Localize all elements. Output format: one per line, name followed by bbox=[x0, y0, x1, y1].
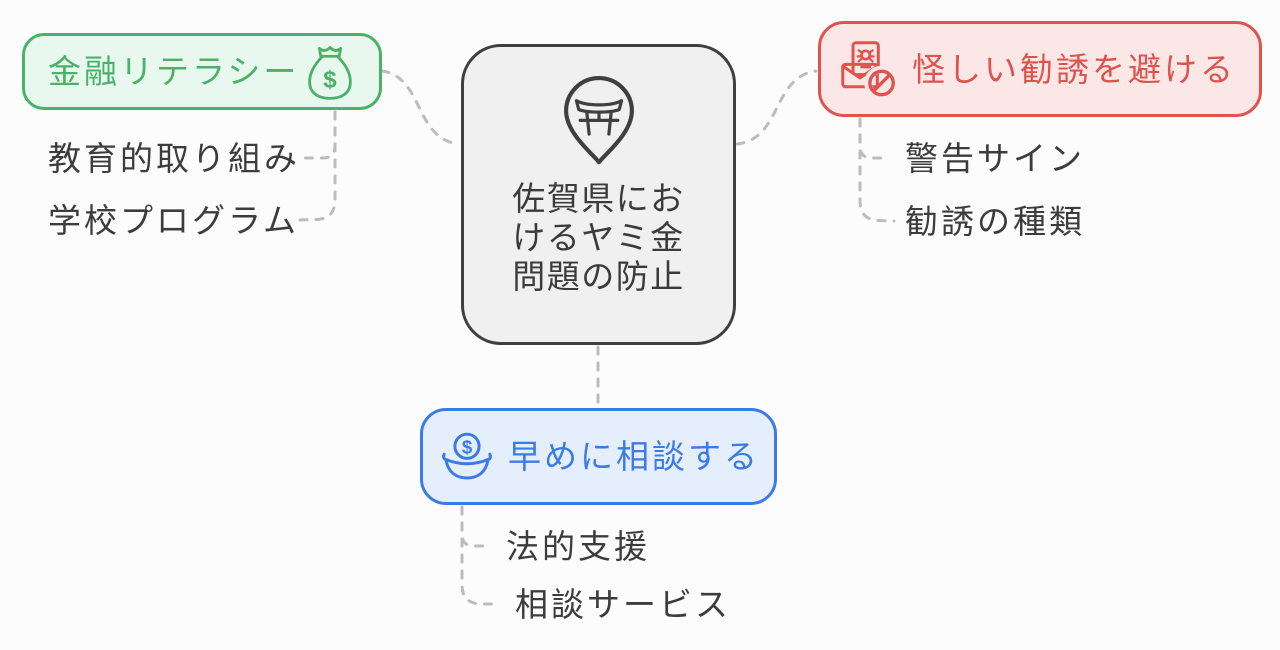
child-topic-school-programs[interactable]: 学校プログラム bbox=[48, 201, 300, 239]
child-topic-warning-signs[interactable]: 警告サイン bbox=[905, 139, 1085, 177]
connector-center-to-financial-literacy bbox=[380, 69, 461, 146]
spam-mail-blocked-icon bbox=[839, 38, 897, 100]
connector-school-programs bbox=[298, 110, 337, 222]
branch-label-avoid-solicitation: 怪しい勧誘を避ける bbox=[912, 50, 1236, 88]
branch-node-consult-early[interactable]: $ 早めに相談する bbox=[420, 408, 777, 505]
connector-solicitation-types bbox=[858, 117, 896, 223]
torii-map-pin-icon bbox=[552, 69, 646, 169]
branch-label-consult-early: 早めに相談する bbox=[508, 438, 760, 475]
connector-center-to-avoid-solicitation bbox=[735, 69, 818, 146]
child-topic-educational-initiatives[interactable]: 教育的取り組み bbox=[48, 139, 300, 177]
child-topic-legal-support[interactable]: 法的支援 bbox=[506, 527, 650, 565]
central-node[interactable]: 佐賀県にお けるヤミ金 問題の防止 bbox=[461, 44, 736, 345]
connector-consultation-services bbox=[460, 505, 499, 606]
central-node-title: 佐賀県にお けるヤミ金 問題の防止 bbox=[512, 180, 685, 295]
connector-warning-signs bbox=[858, 117, 891, 160]
branch-label-financial-literacy: 金融リテラシー bbox=[48, 53, 300, 90]
child-topic-consultation-services[interactable]: 相談サービス bbox=[515, 585, 731, 623]
branch-node-financial-literacy[interactable]: 金融リテラシー $ bbox=[22, 33, 382, 110]
money-bag-icon: $ bbox=[305, 42, 355, 102]
child-topic-solicitation-types[interactable]: 勧誘の種類 bbox=[905, 202, 1085, 240]
svg-text:$: $ bbox=[323, 66, 337, 93]
connector-legal-support bbox=[460, 505, 492, 548]
coin-donation-icon: $ bbox=[440, 431, 494, 483]
branch-node-avoid-solicitation[interactable]: 怪しい勧誘を避ける bbox=[818, 21, 1262, 117]
connector-educational-initiatives bbox=[299, 110, 337, 160]
svg-text:$: $ bbox=[462, 436, 473, 457]
